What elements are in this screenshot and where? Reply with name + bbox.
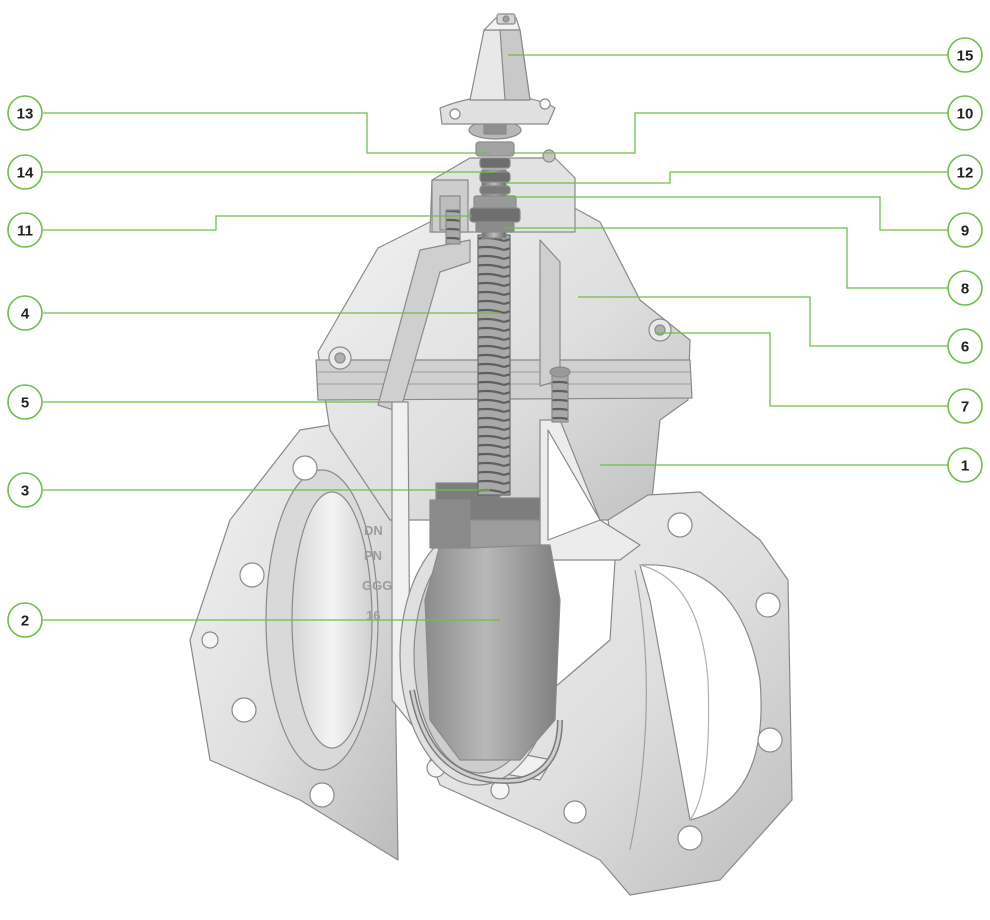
callout-label: 5 xyxy=(21,395,29,412)
callout-7: 7 xyxy=(947,388,983,424)
casting-mark: PN xyxy=(364,548,382,563)
callout-6: 6 xyxy=(947,328,983,364)
leader-7 xyxy=(655,332,948,407)
callout-label: 12 xyxy=(957,165,974,182)
callout-4: 4 xyxy=(7,295,43,331)
bolt-hole xyxy=(757,727,783,753)
leader-11 xyxy=(43,215,472,231)
callout-15: 15 xyxy=(947,37,983,73)
casting-mark: GGG xyxy=(362,578,392,593)
callout-10: 10 xyxy=(947,95,983,131)
bolt-hole xyxy=(755,592,781,618)
callouts: 13 14 11 4 5 3 2 15 xyxy=(7,37,983,638)
callout-label: 10 xyxy=(957,106,974,123)
bolt-hole xyxy=(239,562,265,588)
gate-valve-illustration: DN PN GGG 16 xyxy=(189,13,793,896)
callout-label: 15 xyxy=(957,48,974,65)
leader-6 xyxy=(578,296,948,347)
leader-13 xyxy=(43,112,490,154)
callout-12: 12 xyxy=(947,154,983,190)
leader-8 xyxy=(505,227,948,289)
callout-label: 6 xyxy=(961,339,969,356)
casting-mark: DN xyxy=(364,523,383,538)
wedge xyxy=(409,544,563,784)
bolt-hole xyxy=(292,455,318,481)
bonnet-cap-screw xyxy=(549,366,571,423)
callout-label: 14 xyxy=(17,165,34,182)
bolt-hole xyxy=(309,782,335,808)
leader-10 xyxy=(510,112,948,154)
callout-label: 2 xyxy=(21,613,29,630)
casting-marks: DN PN GGG 16 xyxy=(362,523,392,623)
bolt-hole xyxy=(667,512,693,538)
callout-label: 7 xyxy=(961,399,969,416)
callout-3: 3 xyxy=(7,472,43,508)
callout-9: 9 xyxy=(947,212,983,248)
callout-label: 4 xyxy=(21,306,30,323)
callout-14: 14 xyxy=(7,154,43,190)
callout-label: 3 xyxy=(21,483,29,500)
callout-13: 13 xyxy=(7,95,43,131)
bolt-hole xyxy=(231,697,257,723)
left-flange xyxy=(189,417,399,861)
bolt-hole xyxy=(563,800,587,824)
thrust-collar xyxy=(469,195,521,233)
callout-label: 8 xyxy=(961,281,969,298)
callout-5: 5 xyxy=(7,384,43,420)
right-flange-section xyxy=(426,491,793,896)
casting-mark: 16 xyxy=(366,608,380,623)
stem-nut xyxy=(429,482,541,549)
bolt-hole xyxy=(677,825,703,851)
callout-1: 1 xyxy=(947,447,983,483)
callout-label: 11 xyxy=(17,223,33,240)
leader-12 xyxy=(505,171,948,184)
gland-packing xyxy=(475,141,515,195)
callout-11: 11 xyxy=(7,212,43,248)
bolt-hole xyxy=(201,631,219,649)
callout-label: 1 xyxy=(961,458,969,475)
leader-9 xyxy=(505,196,948,231)
callout-2: 2 xyxy=(7,602,43,638)
gland-screw xyxy=(445,209,461,245)
leader-lines xyxy=(43,54,948,621)
callout-8: 8 xyxy=(947,270,983,306)
callout-label: 13 xyxy=(17,106,34,123)
callout-label: 9 xyxy=(961,223,969,240)
operating-cap xyxy=(439,13,556,125)
